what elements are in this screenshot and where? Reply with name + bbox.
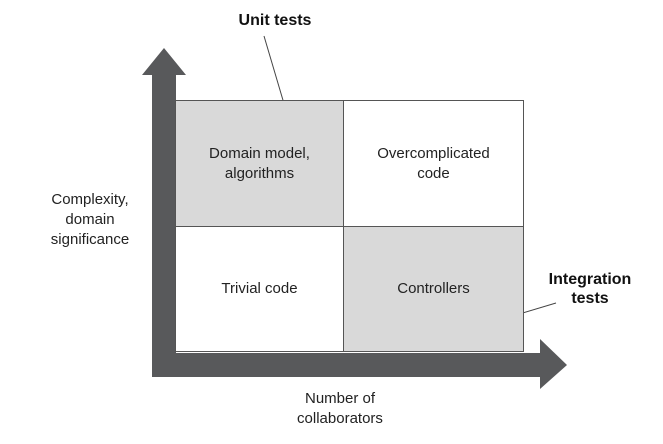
quadrant-domain-model: Domain model, algorithms bbox=[175, 100, 344, 227]
unit-tests-leader-line bbox=[263, 35, 286, 108]
quadrant-domain-model-label: Domain model, algorithms bbox=[209, 144, 310, 182]
quadrant-trivial-code-label: Trivial code bbox=[221, 280, 298, 297]
integration-tests-callout: Integration tests bbox=[548, 271, 632, 307]
y-axis-label: Complexity, domain significance bbox=[50, 191, 130, 248]
quadrant-controllers: Controllers bbox=[343, 226, 524, 352]
quadrant-overcomplicated-code: Overcomplicated code bbox=[343, 100, 524, 227]
x-axis-arrow bbox=[152, 339, 567, 389]
x-axis-label: Number of collaborators bbox=[297, 390, 383, 427]
quadrant-controllers-label: Controllers bbox=[397, 280, 470, 297]
quadrant-trivial-code: Trivial code bbox=[175, 226, 344, 352]
quadrant-overcomplicated-code-label: Overcomplicated code bbox=[377, 144, 490, 182]
unit-tests-callout: Unit tests bbox=[238, 12, 312, 29]
